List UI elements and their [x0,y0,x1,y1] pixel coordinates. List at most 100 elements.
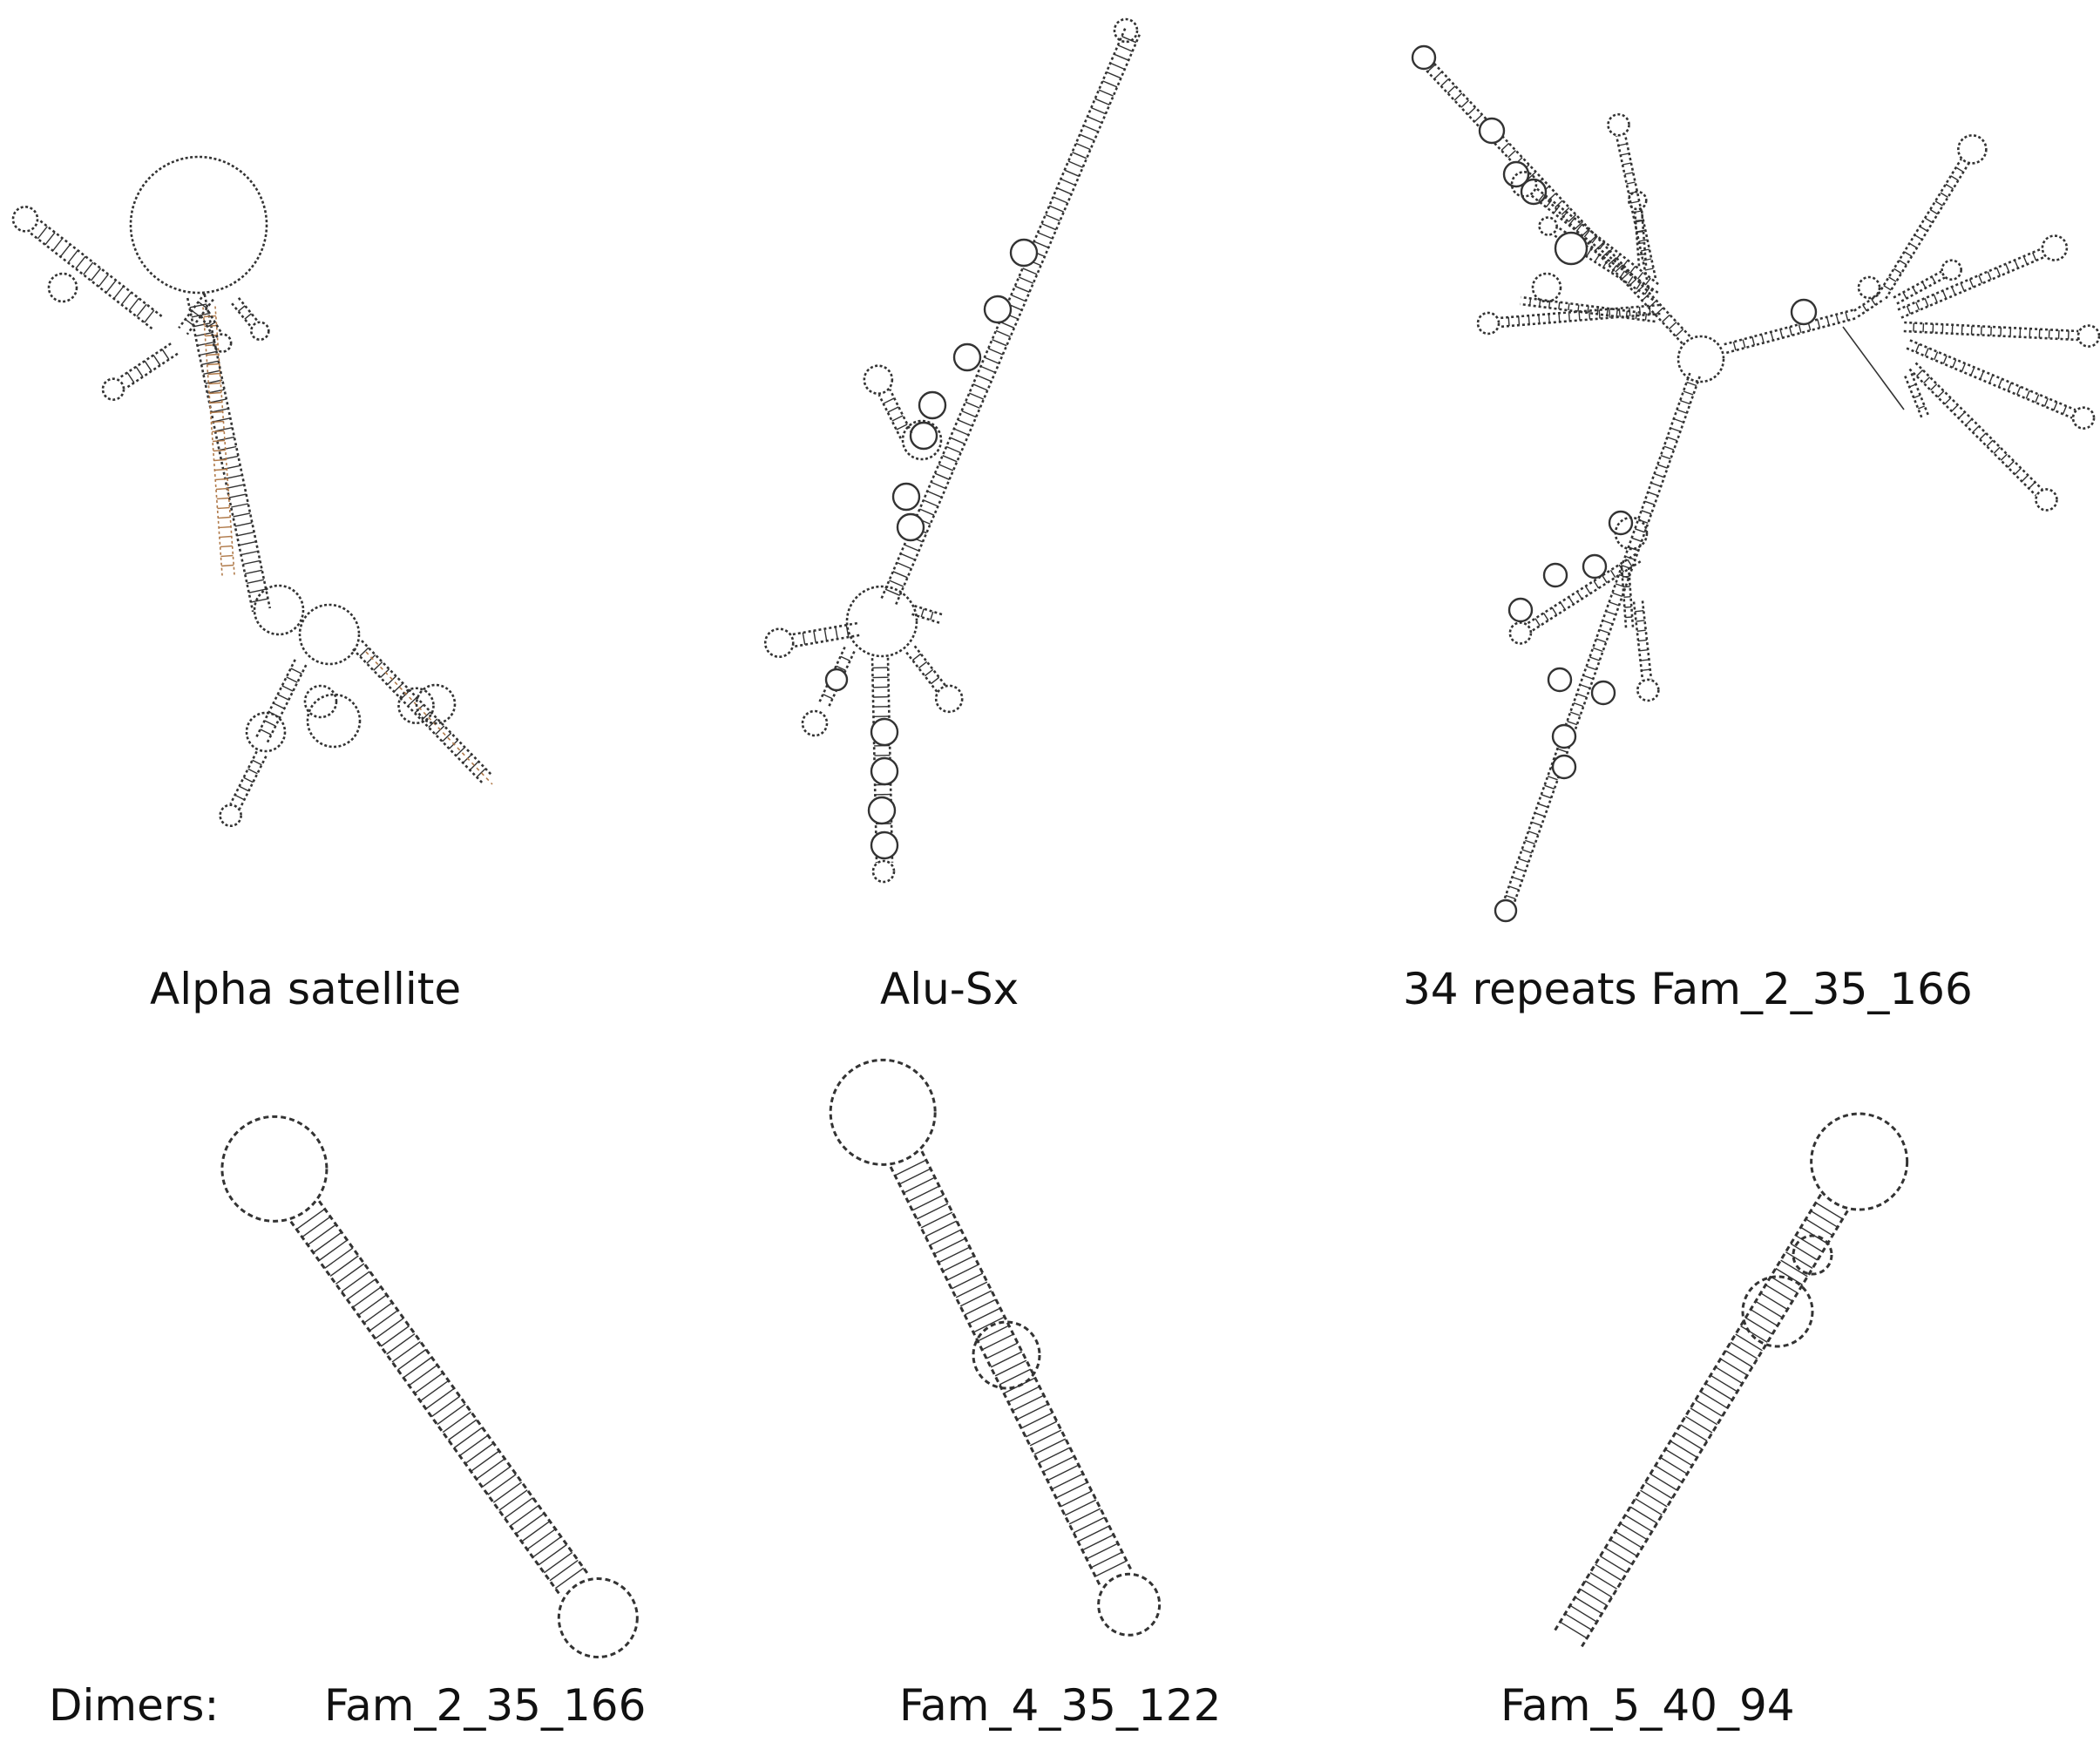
base-pair-rungs [1528,298,1648,321]
base-pair-rungs [238,305,252,320]
stem-strand [186,297,254,613]
base-pair-rungs [802,625,850,645]
hairpin-loop [303,684,338,719]
base-pair-rungs [295,1208,585,1590]
base-pair-rungs [1909,383,1925,410]
base-pair-rungs [126,349,170,383]
stem-strand [203,294,272,609]
hairpin-loop [2035,488,2058,512]
stem-strand [920,1150,1133,1570]
hairpin-loop [11,206,39,233]
base-pair-rungs [1622,575,1633,619]
base-pair-rungs [185,301,207,327]
label-dimer-fam-4-35-122: Fam_4_35_122 [899,1680,1222,1731]
hairpin-loop [1636,678,1660,702]
base-pair-rungs [1906,252,2037,315]
base-pair-rungs [189,303,268,603]
stem-strand [1910,373,1930,417]
base-pair-rungs [234,759,262,801]
loop-bottom [1097,1572,1162,1637]
hairpin-loop [1476,311,1500,336]
base-pair-rungs [260,668,302,736]
base-pair-rungs [1913,322,2070,340]
stem-strand [352,647,484,785]
label-dimer-fam-5-40-94: Fam_5_40_94 [1500,1680,1795,1731]
hairpin-loop [1607,112,1630,137]
base-pair-rungs [1507,305,1651,327]
terminal-loop [983,295,1013,324]
stem-strand [889,389,913,434]
base-pair-rungs [1635,610,1650,671]
hairpin-loop [901,419,943,461]
hairpin-loop [219,803,242,828]
hairpin-loop [801,709,829,737]
terminal-loop [1547,667,1573,693]
stem-strand [1633,209,1641,267]
stem-strand [266,664,308,744]
stem-strand [1857,298,1885,318]
loop-top [220,1115,329,1223]
hairpin-loop [298,603,361,666]
terminal-loop [1411,44,1437,71]
stem-strand [1914,362,2043,491]
stem-strand [1724,308,1856,346]
hairpin-loop [101,377,125,401]
base-pair-rungs [203,315,234,567]
dimer-fam-4-35-122-structure [829,1058,1162,1637]
base-pair-rungs [884,36,1137,596]
base-pair-rungs [1505,381,1697,900]
base-pair-rungs [920,608,934,620]
dimer-fam-5-40-94-structure [1554,1112,1909,1648]
base-pair-rungs [1914,343,2068,415]
stem-strand [877,394,902,439]
base-pair-rungs [1883,166,1964,291]
hairpin-loop [129,155,268,295]
stem-strand [1853,292,1881,312]
stem-strand [913,645,946,687]
base-pair-rungs [1902,276,1936,299]
stem-strand [914,604,943,616]
base-pair-rungs [1862,298,1876,312]
stem-strand [1419,64,1683,344]
base-pair-rungs [37,226,155,323]
base-pair-rungs [1560,1202,1843,1639]
terminal-loop [870,830,899,860]
stem-strand [889,1166,1101,1586]
base-pair-rungs [894,1159,1128,1577]
terminal-loop [824,668,849,692]
stem-strand [1908,368,2037,497]
terminal-loop [909,421,938,451]
terminal-loop [1009,238,1039,268]
stem-strand [1725,316,1858,355]
alu-sx-structure [763,17,1141,884]
hairpin-loop [1677,335,1725,383]
terminal-loop [1507,597,1534,623]
label-alu-sx: Alu-Sx [880,964,1020,1014]
stem-strand [237,297,259,322]
terminal-loop [870,717,899,747]
base-pair-rungs [1732,311,1849,351]
base-pair-rungs [359,647,486,778]
terminal-loop [891,482,921,512]
stem-strand [1904,376,1924,420]
base-pair-rungs [911,653,940,685]
base-pair-rungs [1426,64,1684,337]
label-dimer-fam-2-35-166: Fam_2_35_166 [324,1680,647,1731]
stem-strand [289,1220,562,1597]
hairpin-loop [1531,272,1562,303]
hairpin-loop [763,627,795,659]
hairpin-loop [1538,216,1558,236]
label-34-repeats: 34 repeats Fam_2_35_166 [1403,964,1973,1014]
stem-strand [1554,1193,1822,1631]
hairpin-loop [1508,621,1533,645]
stem-strand [318,1200,591,1577]
stem-strand [1427,57,1691,337]
terminal-loop [1582,553,1608,580]
terminal-loop [870,756,899,786]
terminal-loop [867,796,897,825]
hairpin-loop [934,684,964,714]
hairpin-loop [1957,134,1988,165]
hairpin-loop [212,333,233,353]
base-pair-rungs [1618,143,1654,271]
